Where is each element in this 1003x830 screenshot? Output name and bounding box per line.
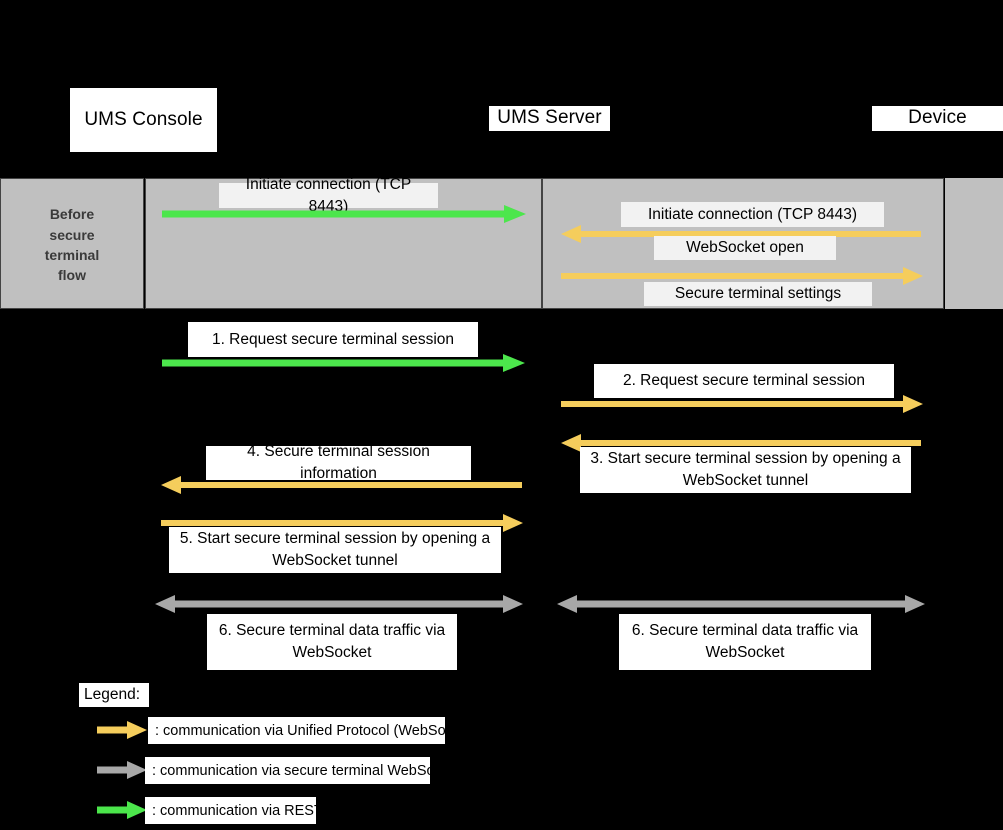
flow-arrow-step-3 — [561, 434, 921, 452]
flow-arrow-step-5 — [161, 514, 523, 532]
phase-band-cell-label — [0, 178, 144, 309]
lifeline-ums-console: UMS Console — [70, 88, 217, 152]
flow-arrow-step-6-server-device — [557, 595, 925, 613]
flow-message-label-step-5: 5. Start secure terminal session by open… — [169, 527, 501, 573]
flow-message-text: 5. Start secure terminal session by open… — [179, 530, 491, 569]
flow-message-label-step-6-server-device: 6. Secure terminal data traffic via WebS… — [619, 614, 871, 670]
legend-arrow-rest-icon — [97, 801, 147, 819]
flow-arrow-step-4 — [161, 476, 522, 494]
lifeline-device: Device — [872, 106, 1003, 131]
flow-message-label-step-1: 1. Request secure terminal session — [188, 322, 478, 357]
band-message-text: Secure terminal settings — [674, 285, 842, 302]
phase-band-cell-device-edge — [945, 178, 1003, 309]
band-message-text: Initiate connection (TCP 8443) — [245, 175, 412, 215]
flow-message-label-step-2: 2. Request secure terminal session — [594, 364, 894, 398]
legend-title-text: Legend: — [84, 686, 141, 703]
phase-band-label-line-1: Before — [49, 206, 95, 223]
band-message-label-initiate-connection-console: Initiate connection (TCP 8443) — [219, 176, 438, 215]
lifeline-ums-console-label: UMS Console — [84, 108, 203, 130]
band-arrow-initiate-connection-console — [162, 205, 526, 223]
band-message-label-initiate-connection-device: Initiate connection (TCP 8443) — [621, 202, 884, 227]
flow-message-text: 4. Secure terminal session information — [247, 443, 430, 482]
phase-band-label: Before secure terminal flow — [8, 200, 136, 290]
lifeline-ums-server: UMS Server — [489, 106, 610, 131]
flow-arrow-step-1 — [162, 354, 525, 372]
band-arrow-initiate-connection-device — [561, 225, 921, 243]
legend-title: Legend: — [79, 683, 149, 707]
flow-message-text: 1. Request secure terminal session — [211, 330, 455, 348]
legend-arrow-unified-protocol-icon — [97, 721, 147, 739]
legend-item-text: : communication via Unified Protocol (We… — [155, 722, 478, 739]
flow-message-label-step-3: 3. Start secure terminal session by open… — [580, 447, 911, 493]
legend-item-secure-terminal: : communication via secure terminal WebS… — [145, 757, 461, 784]
band-message-label-secure-terminal-settings: Secure terminal settings — [644, 282, 872, 306]
phase-band-label-line-2: secure — [49, 226, 95, 243]
lifeline-device-label: Device — [908, 107, 967, 129]
band-message-label-websocket-open: WebSocket open — [654, 236, 836, 260]
lifeline-ums-server-label: UMS Server — [497, 107, 602, 129]
band-arrow-websocket-open — [561, 267, 923, 285]
flow-message-text: 6. Secure terminal data traffic via WebS… — [631, 622, 859, 661]
legend-item-text: : communication via secure terminal WebS… — [152, 762, 462, 779]
band-message-text: WebSocket open — [686, 239, 804, 256]
band-message-text: Initiate connection (TCP 8443) — [647, 205, 858, 223]
phase-band-label-line-4: flow — [58, 267, 86, 284]
flow-arrow-step-2 — [561, 395, 923, 413]
legend-arrow-secure-terminal-icon — [97, 761, 147, 779]
legend-item-rest: : communication via REST — [145, 797, 323, 824]
flow-message-label-step-4: 4. Secure terminal session information — [206, 443, 471, 482]
legend-item-text: : communication via REST — [152, 802, 323, 819]
flow-message-label-step-6-console-server: 6. Secure terminal data traffic via WebS… — [207, 614, 457, 670]
flow-message-text: 6. Secure terminal data traffic via WebS… — [218, 622, 446, 661]
flow-arrow-step-6-console-server — [155, 595, 523, 613]
phase-band-label-line-3: terminal — [44, 247, 100, 263]
legend-item-unified-protocol: : communication via Unified Protocol (We… — [148, 717, 477, 744]
flow-message-text: 2. Request secure terminal session — [622, 372, 866, 389]
flow-message-text: 3. Start secure terminal session by open… — [590, 450, 901, 489]
